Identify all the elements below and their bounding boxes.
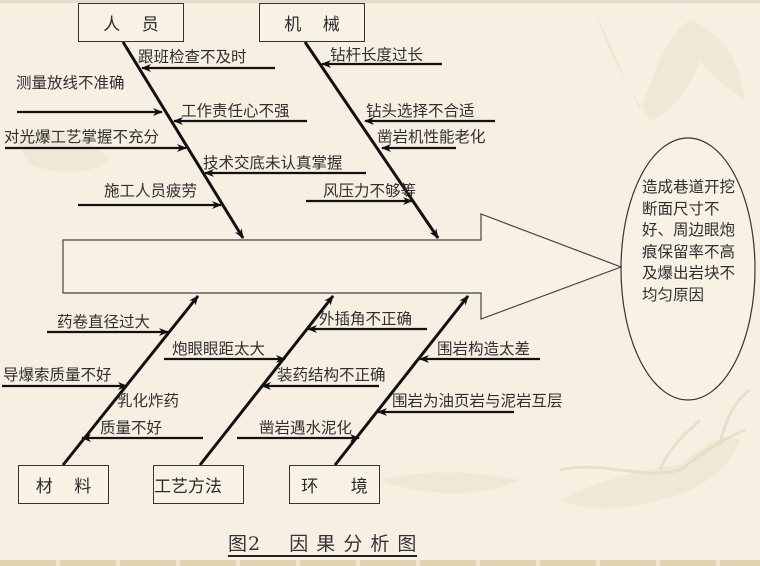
category-label: 机 械 [284, 15, 340, 35]
cause-label: 钻杆长度过长 [330, 46, 424, 64]
category-label: 环 境 [301, 477, 368, 497]
cause-label: 围岩为油页岩与泥岩互层 [392, 392, 563, 410]
bottom-border [0, 560, 760, 566]
effect-text: 造成巷道开挖断面尺寸不好、周边眼炮痕保留率不高及爆出岩块不均匀原因 [642, 178, 736, 304]
category-label: 材 料 [35, 477, 92, 497]
figure-caption: 图2 因 果 分 析 图 [228, 533, 418, 557]
bone-method [198, 295, 335, 466]
cause-label: 外插角不正确 [319, 310, 413, 328]
cause-label: 测量放线不准确 [16, 74, 125, 92]
category-environment: 环 境 [289, 465, 380, 504]
cause-label: 对光爆工艺掌握不充分 [4, 128, 160, 146]
cause-label: 炮眼眼距太大 [172, 340, 266, 358]
cause-label: 导爆索质量不好 [3, 366, 112, 384]
cause-label: 围岩构造太差 [437, 340, 531, 358]
cause-label: 工作责任心不强 [181, 102, 290, 120]
cause-label: 技术交底未认真掌握 [203, 154, 343, 172]
bone-machine [303, 41, 440, 239]
cause-label: 施工人员疲劳 [104, 182, 198, 200]
cause-label: 药卷直径过大 [57, 313, 151, 331]
cause-label: 跟班检查不及时 [138, 48, 247, 66]
cause-label: 凿岩遇水泥化 [259, 419, 353, 437]
cause-label: 乳化炸药 [117, 392, 180, 410]
cause-label: 风压力不够等 [323, 182, 417, 200]
category-label: 工艺方法 [154, 477, 222, 497]
category-label: 人 员 [103, 15, 159, 35]
cause-label: 装药结构不正确 [277, 366, 386, 384]
cause-label: 质量不好 [100, 419, 163, 437]
bone-people [121, 41, 245, 239]
cause-label: 钻头选择不合适 [366, 102, 475, 120]
category-machine: 机 械 [259, 3, 365, 42]
category-material: 材 料 [18, 465, 109, 504]
category-people: 人 员 [78, 3, 184, 42]
spine-arrow [62, 213, 623, 320]
top-border [0, 0, 760, 3]
cause-label: 凿岩机性能老化 [377, 128, 486, 146]
category-method: 工艺方法 [153, 465, 244, 504]
effect-ellipse [620, 137, 756, 401]
